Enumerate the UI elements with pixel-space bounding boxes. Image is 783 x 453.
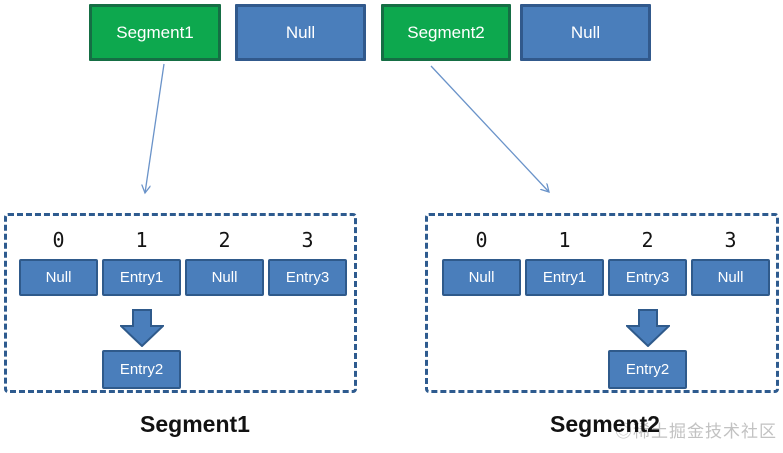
segment2-index-0: 0 [475,228,488,252]
segment1-index-0: 0 [52,228,65,252]
top-box-null-2: Null [520,4,651,61]
top-box-segment2-label: Segment2 [407,22,485,42]
segment2-index-2: 2 [641,228,654,252]
arrow-segment2-to-panel [430,65,549,192]
top-box-null-2-label: Null [570,22,601,42]
segment1-chain-arrow-icon [120,309,164,347]
segment1-cell-0: Null [19,259,98,296]
segment1-cell-3: Entry3 [268,259,347,296]
top-box-segment1-label: Segment1 [116,22,194,42]
segment2-title: Segment2 [550,411,660,437]
arrow-segment1-to-panel [145,63,165,193]
watermark-logo-icon: ◎ [615,422,633,441]
segment2-cell-3: Null [691,259,770,296]
segment1-panel: 0 1 2 3 Null Entry1 Null Entry3 Entry2 [4,213,357,393]
segment2-chain-arrow-icon [626,309,670,347]
segment2-chain-child: Entry2 [608,350,687,389]
top-box-null-1: Null [235,4,366,61]
segment2-index-1: 1 [558,228,571,252]
top-box-null-1-label: Null [285,22,316,42]
segment2-cell-1: Entry1 [525,259,604,296]
watermark: ◎稀土掘金技术社区 [615,417,777,442]
top-box-segment1: Segment1 [89,4,221,61]
segment2-index-3: 3 [724,228,737,252]
top-box-segment2: Segment2 [381,4,511,61]
segment2-cell-0: Null [442,259,521,296]
watermark-text: 稀土掘金技术社区 [633,422,777,441]
segment1-cell-2: Null [185,259,264,296]
segment1-chain-child: Entry2 [102,350,181,389]
segment1-index-3: 3 [301,228,314,252]
segment1-title: Segment1 [140,411,250,437]
segment2-cell-2: Entry3 [608,259,687,296]
segment1-index-2: 2 [218,228,231,252]
segment1-index-1: 1 [135,228,148,252]
segment1-cell-1: Entry1 [102,259,181,296]
segment2-panel: 0 1 2 3 Null Entry1 Entry3 Null Entry2 [425,213,779,393]
